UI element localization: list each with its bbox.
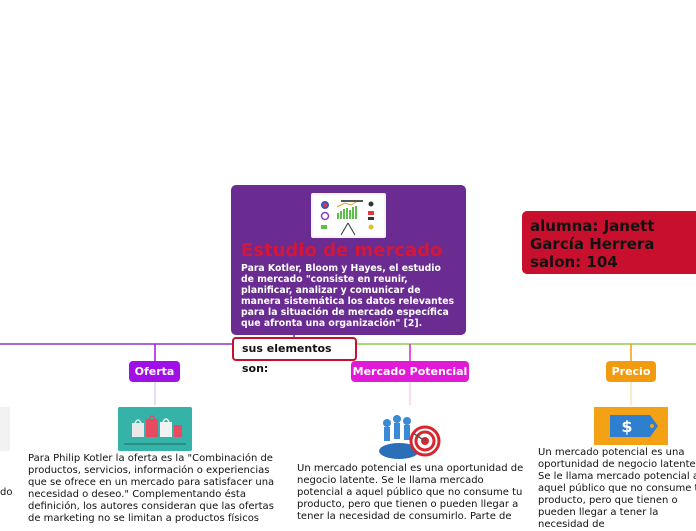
precio-description: Un mercado potencial es una oportunidad … — [538, 447, 696, 530]
mercado-potencial-description: Un mercado potencial es una oportunidad … — [297, 463, 524, 522]
floating-line-student: alumna: Janett — [530, 217, 655, 235]
central-topic-title: Estudio de mercado — [241, 240, 443, 261]
floating-topic[interactable] — [522, 211, 696, 274]
left-partial-image — [0, 407, 10, 451]
central-topic-text: Para Kotler, Bloom y Hayes, el estudio d… — [241, 263, 455, 329]
topic-precio[interactable]: Precio — [606, 361, 656, 382]
target-people-icon — [377, 409, 443, 463]
oferta-description: Para Philip Kotler la oferta es la "Comb… — [28, 453, 275, 524]
floating-topic-text: alumna: Janett García Herrera salon: 104 — [530, 217, 655, 271]
shopping-bags-icon — [118, 407, 192, 451]
floating-line-room: salon: 104 — [530, 253, 618, 271]
topic-mercado-potencial[interactable]: Mercado Potencial — [351, 361, 469, 382]
topic-oferta[interactable]: Oferta — [129, 361, 180, 382]
left-partial-description: do — [0, 487, 12, 498]
svg-text:$: $ — [621, 417, 632, 436]
subtopic-elements[interactable]: sus elementos son: — [232, 337, 357, 375]
connector-lines — [0, 335, 696, 405]
price-tag-icon: $ — [594, 407, 668, 445]
whiteboard-charts-icon — [311, 193, 386, 238]
floating-line-name: García Herrera — [530, 235, 655, 253]
